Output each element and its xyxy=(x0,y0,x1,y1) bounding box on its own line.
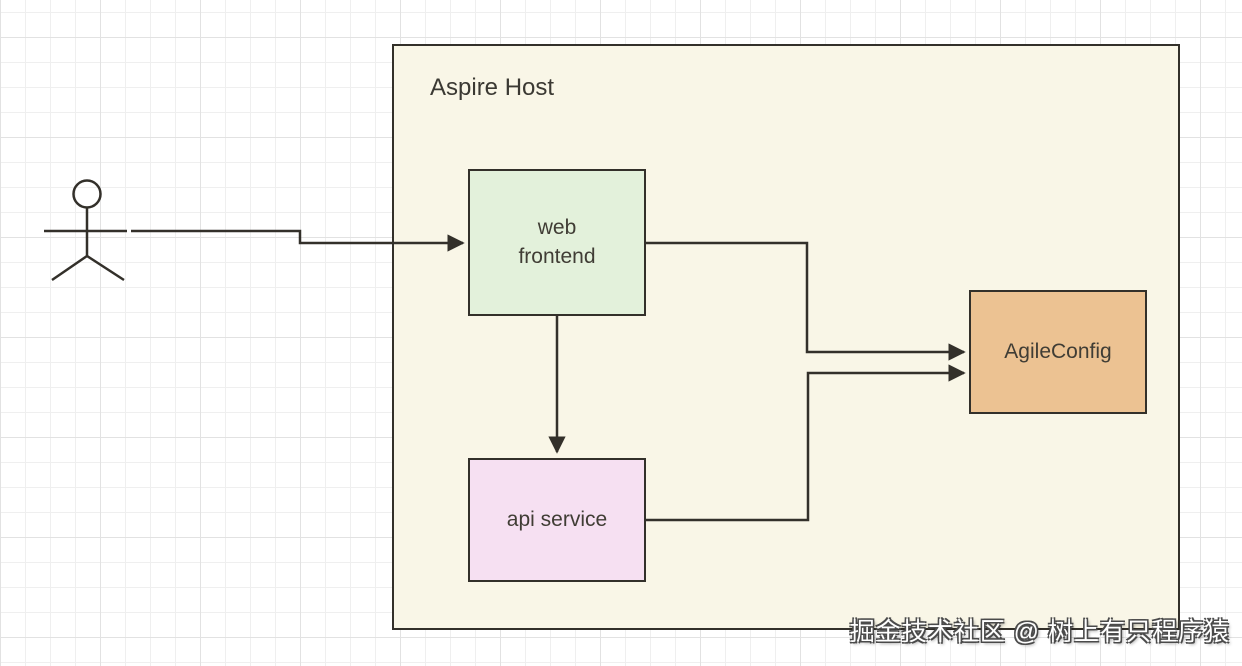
node-api-service-label: api service xyxy=(506,507,608,531)
actor-head xyxy=(72,179,102,209)
node-web-frontend-label: web frontend xyxy=(518,216,596,268)
actor-legs xyxy=(51,254,125,282)
container-label: Aspire Host xyxy=(430,74,555,101)
watermark: 掘金技术社区 @ 树上有只程序猿 xyxy=(849,618,1230,646)
edge-api-service-to-agile-config xyxy=(646,364,966,522)
edge-web-frontend-to-agile-config xyxy=(646,241,966,361)
node-agile-config: AgileConfig xyxy=(969,290,1147,414)
node-api-service: api service xyxy=(468,458,646,582)
edge-user-to-web-frontend xyxy=(131,229,465,252)
node-web-frontend: web frontend xyxy=(468,169,646,316)
node-agile-config-label: AgileConfig xyxy=(1004,339,1112,363)
user-actor-icon xyxy=(44,179,127,282)
